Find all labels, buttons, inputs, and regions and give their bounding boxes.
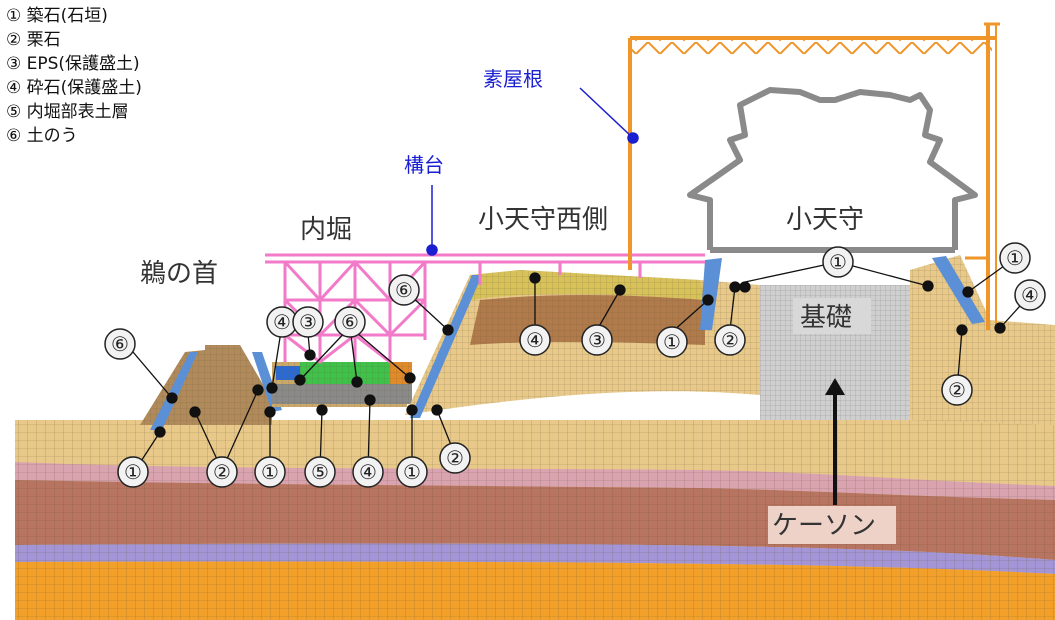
- uchibori-fill: [272, 362, 412, 407]
- label-kiso: 基礎: [800, 303, 852, 333]
- label-kotenshu-nishigawa: 小天守西側: [478, 205, 608, 235]
- marker-circle: ②: [941, 374, 973, 406]
- marker-circle: ②: [714, 324, 746, 356]
- legend-item-tsukiishi: ① 築石(石垣): [6, 6, 108, 26]
- marker-circle: ①: [999, 242, 1031, 274]
- ishigaki-kotenshu-right: [932, 256, 985, 324]
- marker-circle: ⑤: [304, 456, 336, 488]
- ishigaki-west: [410, 275, 482, 418]
- caisson-arrow: [825, 378, 845, 505]
- ground-layers: [15, 420, 1055, 620]
- marker-circle: ①: [117, 456, 149, 488]
- marker-circle: ⑥: [388, 274, 420, 306]
- marker-label: ①: [261, 460, 279, 484]
- marker-label: ④: [359, 460, 377, 484]
- ishigaki-kotenshu-left: [700, 258, 722, 330]
- marker-circle: ②: [206, 456, 238, 488]
- marker-label: ②: [721, 328, 739, 352]
- label-caisson-bg: [768, 506, 896, 544]
- legend-item-eps: ③ EPS(保護盛土): [6, 54, 140, 74]
- label-kiso-bg: [793, 298, 871, 334]
- marker-circle: ④: [519, 324, 551, 356]
- marker-label: ④: [526, 328, 544, 352]
- marker-circle: ④: [266, 306, 298, 338]
- marker-circle: ④: [1014, 279, 1046, 311]
- marker-label: ③: [299, 310, 317, 334]
- label-caisson: ケーソン: [772, 511, 876, 541]
- label-suyane: 素屋根: [483, 67, 543, 91]
- marker-circle: ①: [656, 326, 688, 358]
- blue-leaders: [426, 87, 639, 256]
- legend: ① 築石(石垣) ② 栗石 ③ EPS(保護盛土) ④ 砕石(保護盛土) ⑤ 内…: [6, 4, 142, 148]
- marker-label: ④: [1021, 283, 1039, 307]
- marker-circle: ②: [439, 442, 471, 474]
- marker-leaders: [132, 257, 1031, 473]
- marker-label: ⑥: [395, 278, 413, 302]
- marker-label: ⑤: [311, 460, 329, 484]
- marker-label: ①: [403, 460, 421, 484]
- marker-circle: ①: [822, 246, 854, 278]
- marker-circle: ⑥: [104, 328, 136, 360]
- marker-circle: ①: [254, 456, 286, 488]
- marker-label: ⑥: [341, 310, 359, 334]
- legend-item-hyodoso: ⑤ 内堀部表土層: [6, 102, 129, 122]
- marker-label: ①: [829, 250, 847, 274]
- marker-label: ①: [663, 330, 681, 354]
- legend-item-saiseki: ④ 砕石(保護盛土): [6, 78, 142, 98]
- marker-circle: ③: [292, 306, 324, 338]
- marker-circle: ③: [581, 324, 613, 356]
- marker-label: ④: [273, 310, 291, 334]
- label-uchibori: 内堀: [300, 215, 352, 245]
- marker-label: ⑥: [111, 332, 129, 356]
- legend-item-guriishi: ② 栗石: [6, 30, 61, 50]
- marker-label: ②: [213, 460, 231, 484]
- suyane-frame: [628, 22, 1000, 330]
- label-kodai: 構台: [404, 153, 444, 177]
- marker-label: ①: [124, 460, 142, 484]
- legend-item-donou: ⑥ 土のう: [6, 126, 78, 146]
- marker-label: ③: [588, 328, 606, 352]
- marker-label: ①: [1006, 246, 1024, 270]
- marker-circle: ①: [396, 456, 428, 488]
- marker-label: ②: [446, 446, 464, 470]
- marker-label: ②: [948, 378, 966, 402]
- mesh-overlay-lower: [15, 420, 1055, 620]
- label-kotenshu: 小天守: [786, 205, 864, 235]
- marker-circle: ④: [352, 456, 384, 488]
- label-unonokubi: 鵜の首: [140, 259, 218, 289]
- marker-circle: ⑥: [334, 306, 366, 338]
